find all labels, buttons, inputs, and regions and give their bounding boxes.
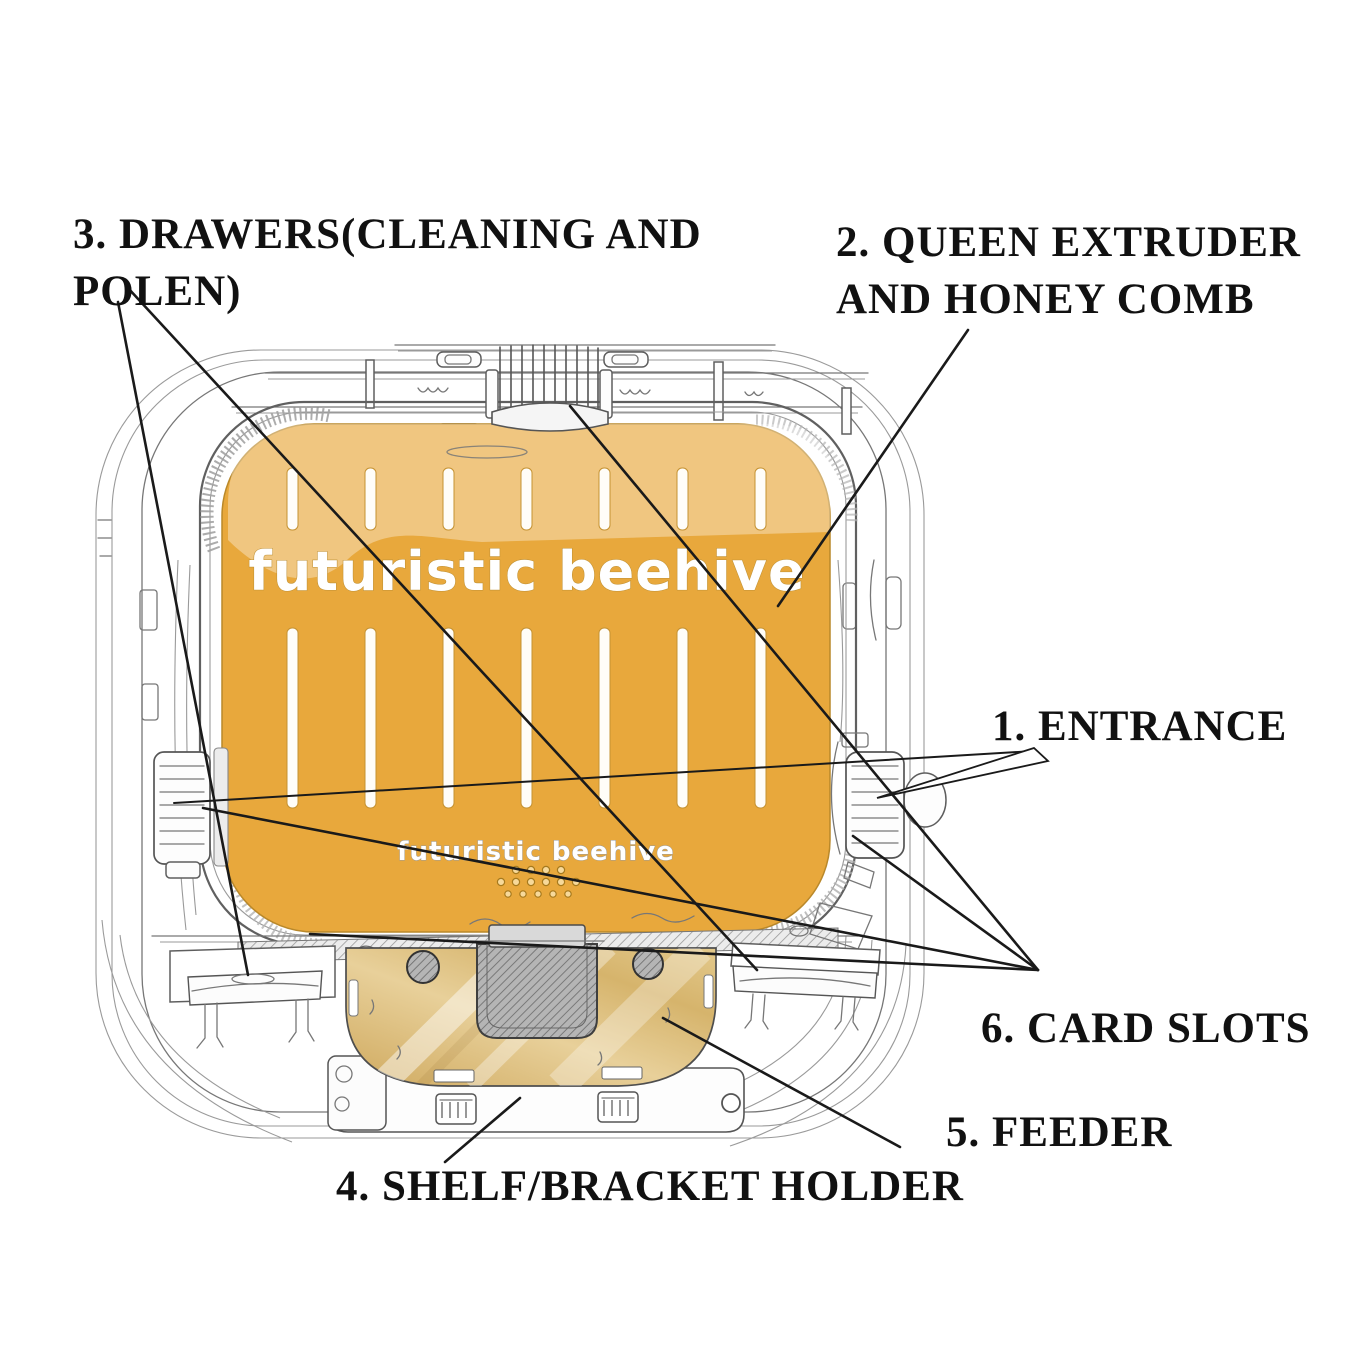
right-entrance bbox=[789, 732, 947, 950]
leader-shelf-bracket bbox=[443, 1096, 522, 1164]
leader-lines bbox=[116, 286, 1050, 1164]
vent-slots-top bbox=[286, 467, 767, 531]
feeder-panel bbox=[345, 924, 717, 1087]
leader-cardslot-top bbox=[568, 404, 1040, 972]
drawer-handle bbox=[231, 973, 275, 985]
top-clip bbox=[603, 351, 649, 368]
label-card-slots: 6. CARD SLOTS bbox=[981, 1005, 1311, 1052]
leader-cardslot-lower-left bbox=[308, 932, 1040, 972]
leader-queen-extruder bbox=[776, 328, 970, 608]
brand-text-small: futuristic beehive bbox=[397, 837, 675, 867]
leader-entrance-arrow bbox=[876, 746, 1050, 799]
top-clip bbox=[436, 351, 482, 368]
left-entrance bbox=[153, 747, 229, 879]
left-drawer bbox=[169, 945, 336, 1049]
label-queen-extruder: 2. QUEEN EXTRUDER AND HONEY COMB bbox=[836, 219, 1301, 324]
brood-panel: futuristic beehive futuristic beehive bbox=[221, 423, 831, 933]
leader-drawers-left bbox=[116, 300, 250, 977]
feeder-hole-left bbox=[406, 950, 440, 984]
bracket-hole bbox=[721, 1093, 741, 1113]
leader-feeder bbox=[661, 1016, 902, 1149]
vent-slots-bottom bbox=[286, 627, 767, 809]
feeder-hole-right bbox=[632, 948, 664, 980]
label-shelf-bracket: 4. SHELF/BRACKET HOLDER bbox=[336, 1163, 964, 1210]
feeder-cutout bbox=[476, 943, 598, 1039]
brand-text-large: futuristic beehive bbox=[248, 540, 805, 603]
leader-drawers-right bbox=[126, 286, 759, 972]
label-entrance: 1. ENTRANCE bbox=[992, 703, 1288, 750]
label-drawers: 3. DRAWERS(CLEANING AND POLEN) bbox=[73, 211, 702, 316]
bracket-comb-clips bbox=[435, 1091, 639, 1125]
leader-entrance-left bbox=[173, 750, 1035, 804]
leader-cardslot-right bbox=[851, 834, 1040, 972]
label-feeder: 5. FEEDER bbox=[946, 1109, 1173, 1156]
leader-cardslot-far-left bbox=[201, 806, 1040, 972]
queen-extruder-comb bbox=[446, 344, 613, 459]
